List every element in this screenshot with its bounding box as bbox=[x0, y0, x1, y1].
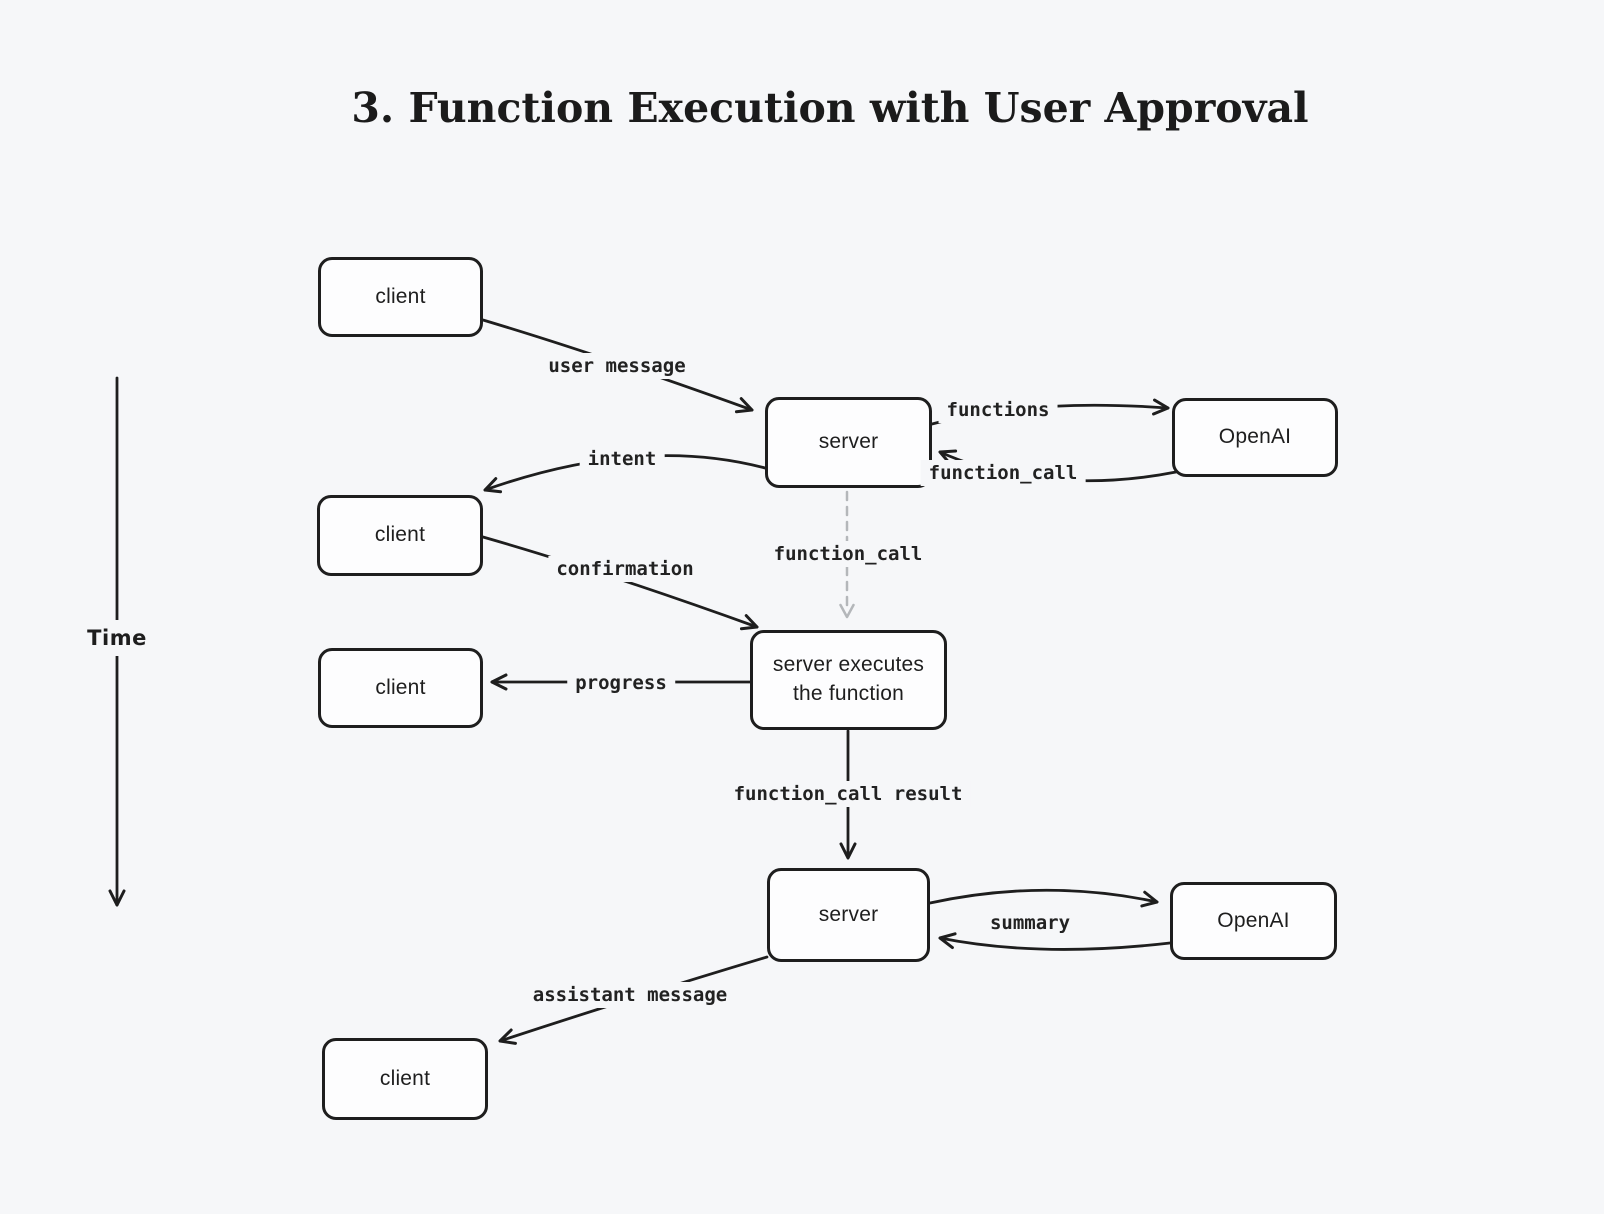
edge-label-summary: summary bbox=[981, 910, 1079, 936]
edge-label-intent: intent bbox=[579, 446, 665, 472]
arrow-confirmation bbox=[481, 535, 759, 631]
edge-label-function-call-reply: function_call bbox=[920, 460, 1086, 486]
node-openai-1: OpenAI bbox=[1172, 398, 1338, 477]
diagram-title: 3. Function Execution with User Approval bbox=[351, 84, 1309, 132]
edge-label-confirmation: confirmation bbox=[548, 556, 702, 582]
arrow-summary-response bbox=[938, 932, 1172, 951]
time-axis-label: Time bbox=[82, 620, 152, 656]
edge-label-assistant-message: assistant message bbox=[524, 982, 736, 1008]
edge-label-user-message: user message bbox=[540, 353, 694, 379]
edge-label-functions: functions bbox=[938, 397, 1058, 423]
node-openai-2: OpenAI bbox=[1170, 882, 1337, 960]
edge-label-function-call-result: function_call result bbox=[725, 781, 971, 807]
node-server-executes-function: server executes the function bbox=[750, 630, 947, 730]
node-client-1: client bbox=[318, 257, 483, 337]
node-client-4: client bbox=[322, 1038, 488, 1120]
node-client-2: client bbox=[317, 495, 483, 576]
node-client-3: client bbox=[318, 648, 483, 728]
node-server-2: server bbox=[767, 868, 930, 962]
node-server-1: server bbox=[765, 397, 932, 488]
edge-label-progress: progress bbox=[567, 670, 675, 696]
edge-label-function-call-forward: function_call bbox=[765, 541, 931, 567]
arrow-summary-request bbox=[928, 888, 1159, 908]
